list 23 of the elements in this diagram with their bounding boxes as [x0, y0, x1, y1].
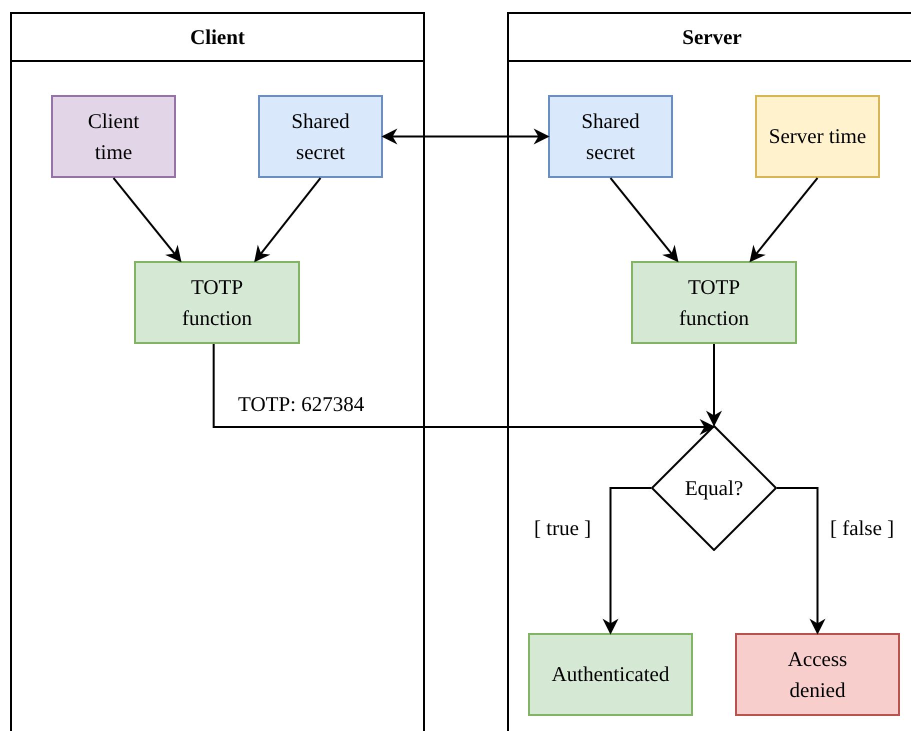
process-box: Access denied — [735, 633, 900, 716]
arrow — [381, 128, 550, 144]
arrow — [750, 177, 818, 262]
arrow — [610, 177, 678, 262]
process-box: TOTP function — [134, 261, 300, 344]
process-box: TOTP function — [631, 261, 797, 344]
lane-title: Server — [509, 14, 911, 62]
process-box: Server time — [755, 95, 880, 178]
arrow — [602, 487, 651, 635]
arrow — [706, 344, 722, 427]
process-box: Client time — [51, 95, 176, 178]
process-box: Shared secret — [258, 95, 383, 178]
decision-diamond — [651, 425, 777, 551]
process-box: Authenticated — [528, 633, 693, 716]
process-box: Shared secret — [548, 95, 673, 178]
arrow — [777, 487, 826, 635]
swimlane — [507, 12, 911, 731]
lane-title: Client — [12, 14, 423, 62]
arrow — [254, 177, 322, 262]
decision-label: Equal? — [684, 474, 744, 502]
swimlane — [10, 12, 425, 731]
arrow — [112, 177, 182, 262]
arrow — [212, 344, 716, 435]
